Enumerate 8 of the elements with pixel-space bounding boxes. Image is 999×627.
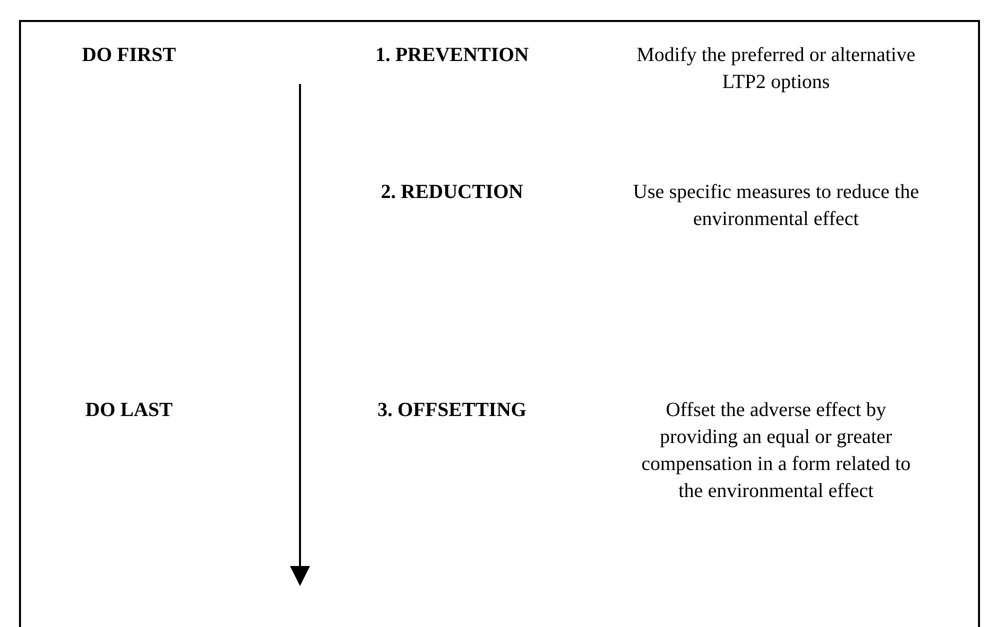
priority-label: DO FIRST xyxy=(81,43,177,68)
step-description: Use specific measures to reduce the environmental effect xyxy=(632,180,920,232)
step-heading: 2. REDUCTION xyxy=(380,180,524,205)
step-heading: 3. OFFSETTING xyxy=(376,398,528,423)
step-description: Modify the preferred or alternative LTP2 options xyxy=(636,43,916,95)
step-heading: 1. PREVENTION xyxy=(374,43,530,68)
step-description: Offset the adverse effect by providing an equal or greater compensation in a form related to the environmental effect xyxy=(640,398,912,504)
priority-label: DO LAST xyxy=(84,398,174,423)
